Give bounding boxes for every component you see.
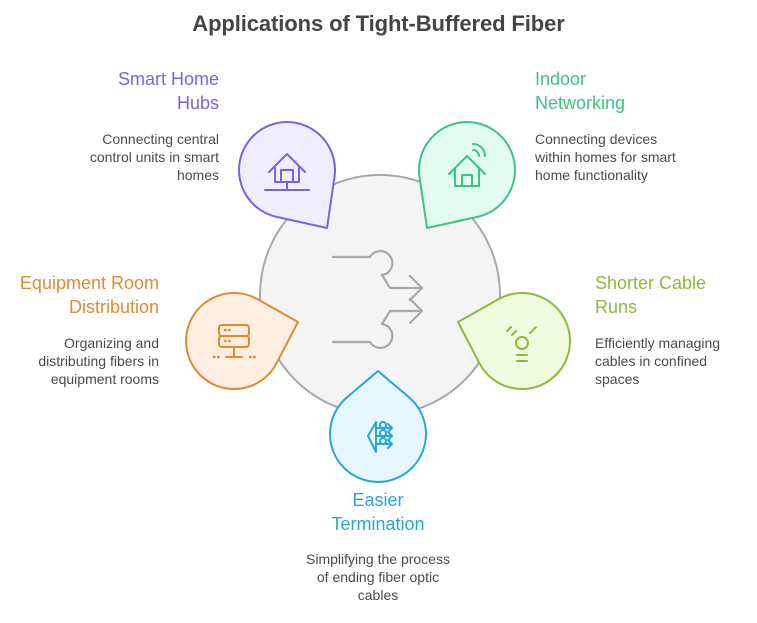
desc-line: control units in smart xyxy=(89,149,219,165)
label-line: Smart Home xyxy=(117,69,219,89)
desc-line: Organizing and xyxy=(64,335,159,351)
shorter-cable-runs-teardrop xyxy=(457,292,571,391)
smart-home-hubs-label: Smart Home Hubs xyxy=(20,67,219,115)
easier-termination-description: Simplifying the process of ending fiber … xyxy=(268,550,488,604)
desc-line: home functionality xyxy=(535,167,648,183)
smart-house-wifi-icon xyxy=(448,143,486,187)
light-bulb-icon xyxy=(506,326,537,362)
label-line: Hubs xyxy=(176,93,219,113)
label-line: Termination xyxy=(331,514,425,534)
label-line: Distribution xyxy=(68,297,159,317)
equipment-room-distribution-node xyxy=(185,292,299,391)
label-line: Easier xyxy=(352,490,404,510)
smart-home-hubs-teardrop xyxy=(238,121,336,229)
indoor-networking-label: Indoor Networking xyxy=(535,67,745,115)
label-line: Indoor xyxy=(535,69,587,89)
easier-termination-teardrop xyxy=(329,370,427,483)
shorter-cable-runs-label: Shorter Cable Runs xyxy=(595,271,755,319)
equipment-room-distribution-teardrop xyxy=(185,292,299,391)
desc-line: equipment rooms xyxy=(50,371,159,387)
smart-home-hubs-node xyxy=(238,121,336,229)
indoor-networking-description: Connecting devices within homes for smar… xyxy=(535,130,745,184)
label-line: Runs xyxy=(595,297,638,317)
desc-line: cables in confined xyxy=(595,353,708,369)
desc-line: homes xyxy=(176,167,219,183)
desc-line: Connecting devices xyxy=(535,131,658,147)
desc-line: Connecting central xyxy=(102,131,219,147)
shorter-cable-runs-node xyxy=(457,292,571,391)
easier-termination-label: Easier Termination xyxy=(278,488,478,536)
desc-line: of ending fiber optic xyxy=(316,569,440,585)
desc-line: distributing fibers in xyxy=(38,353,159,369)
label-line: Equipment Room xyxy=(19,273,159,293)
desc-line: spaces xyxy=(595,371,640,387)
label-line: Shorter Cable xyxy=(595,273,707,293)
shorter-cable-runs-description: Efficiently managing cables in confined … xyxy=(595,334,755,388)
label-line: Networking xyxy=(535,93,626,113)
server-rack-icon xyxy=(212,324,256,359)
desc-line: cables xyxy=(357,587,399,603)
desc-line: within homes for smart xyxy=(535,149,676,165)
desc-line: Simplifying the process xyxy=(306,551,450,567)
indoor-networking-node xyxy=(418,121,516,229)
fiber-splitter-icon xyxy=(367,421,393,453)
house-network-icon xyxy=(264,153,310,191)
smart-home-hubs-description: Connecting central control units in smar… xyxy=(20,130,219,184)
diagram-title: Applications of Tight-Buffered Fiber xyxy=(192,11,565,36)
easier-termination-node xyxy=(329,370,427,483)
equipment-room-distribution-description: Organizing and distributing fibers in eq… xyxy=(0,334,159,388)
equipment-room-distribution-label: Equipment Room Distribution xyxy=(0,271,159,319)
fiber-loop-arrows-icon xyxy=(331,250,424,349)
desc-line: Efficiently managing xyxy=(595,335,721,351)
